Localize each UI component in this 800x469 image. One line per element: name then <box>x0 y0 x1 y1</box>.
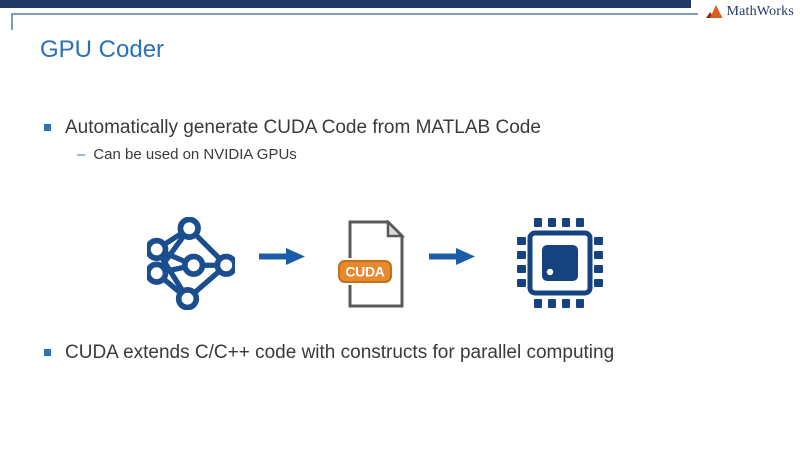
mathworks-logo: MathWorks <box>706 4 794 20</box>
neural-network-icon <box>147 217 235 310</box>
cuda-source-file-icon: CUDA <box>336 220 406 308</box>
slide-title: GPU Coder <box>40 36 165 63</box>
arrow-right-icon <box>429 248 475 265</box>
header-rule <box>11 13 698 30</box>
bullet-text: CUDA extends C/C++ code with constructs … <box>65 342 615 363</box>
sub-bullet-item: – Can be used on NVIDIA GPUs <box>77 146 297 163</box>
bullet-text: Automatically generate CUDA Code from MA… <box>65 117 541 138</box>
arrow-right-icon <box>259 248 305 265</box>
cuda-badge-label: CUDA <box>345 264 384 280</box>
sub-bullet-text: Can be used on NVIDIA GPUs <box>93 146 297 163</box>
mathworks-triangle-icon <box>706 4 723 18</box>
bullet-square-marker <box>44 349 51 356</box>
bullet-item: CUDA extends C/C++ code with constructs … <box>44 342 614 364</box>
sub-bullet-dash-marker: – <box>77 146 86 163</box>
bullet-square-marker <box>44 124 51 131</box>
gpu-chip-icon <box>517 218 603 308</box>
top-accent-bar <box>0 0 691 8</box>
mathworks-logo-text: MathWorks <box>726 4 794 19</box>
bullet-item: Automatically generate CUDA Code from MA… <box>44 117 541 139</box>
